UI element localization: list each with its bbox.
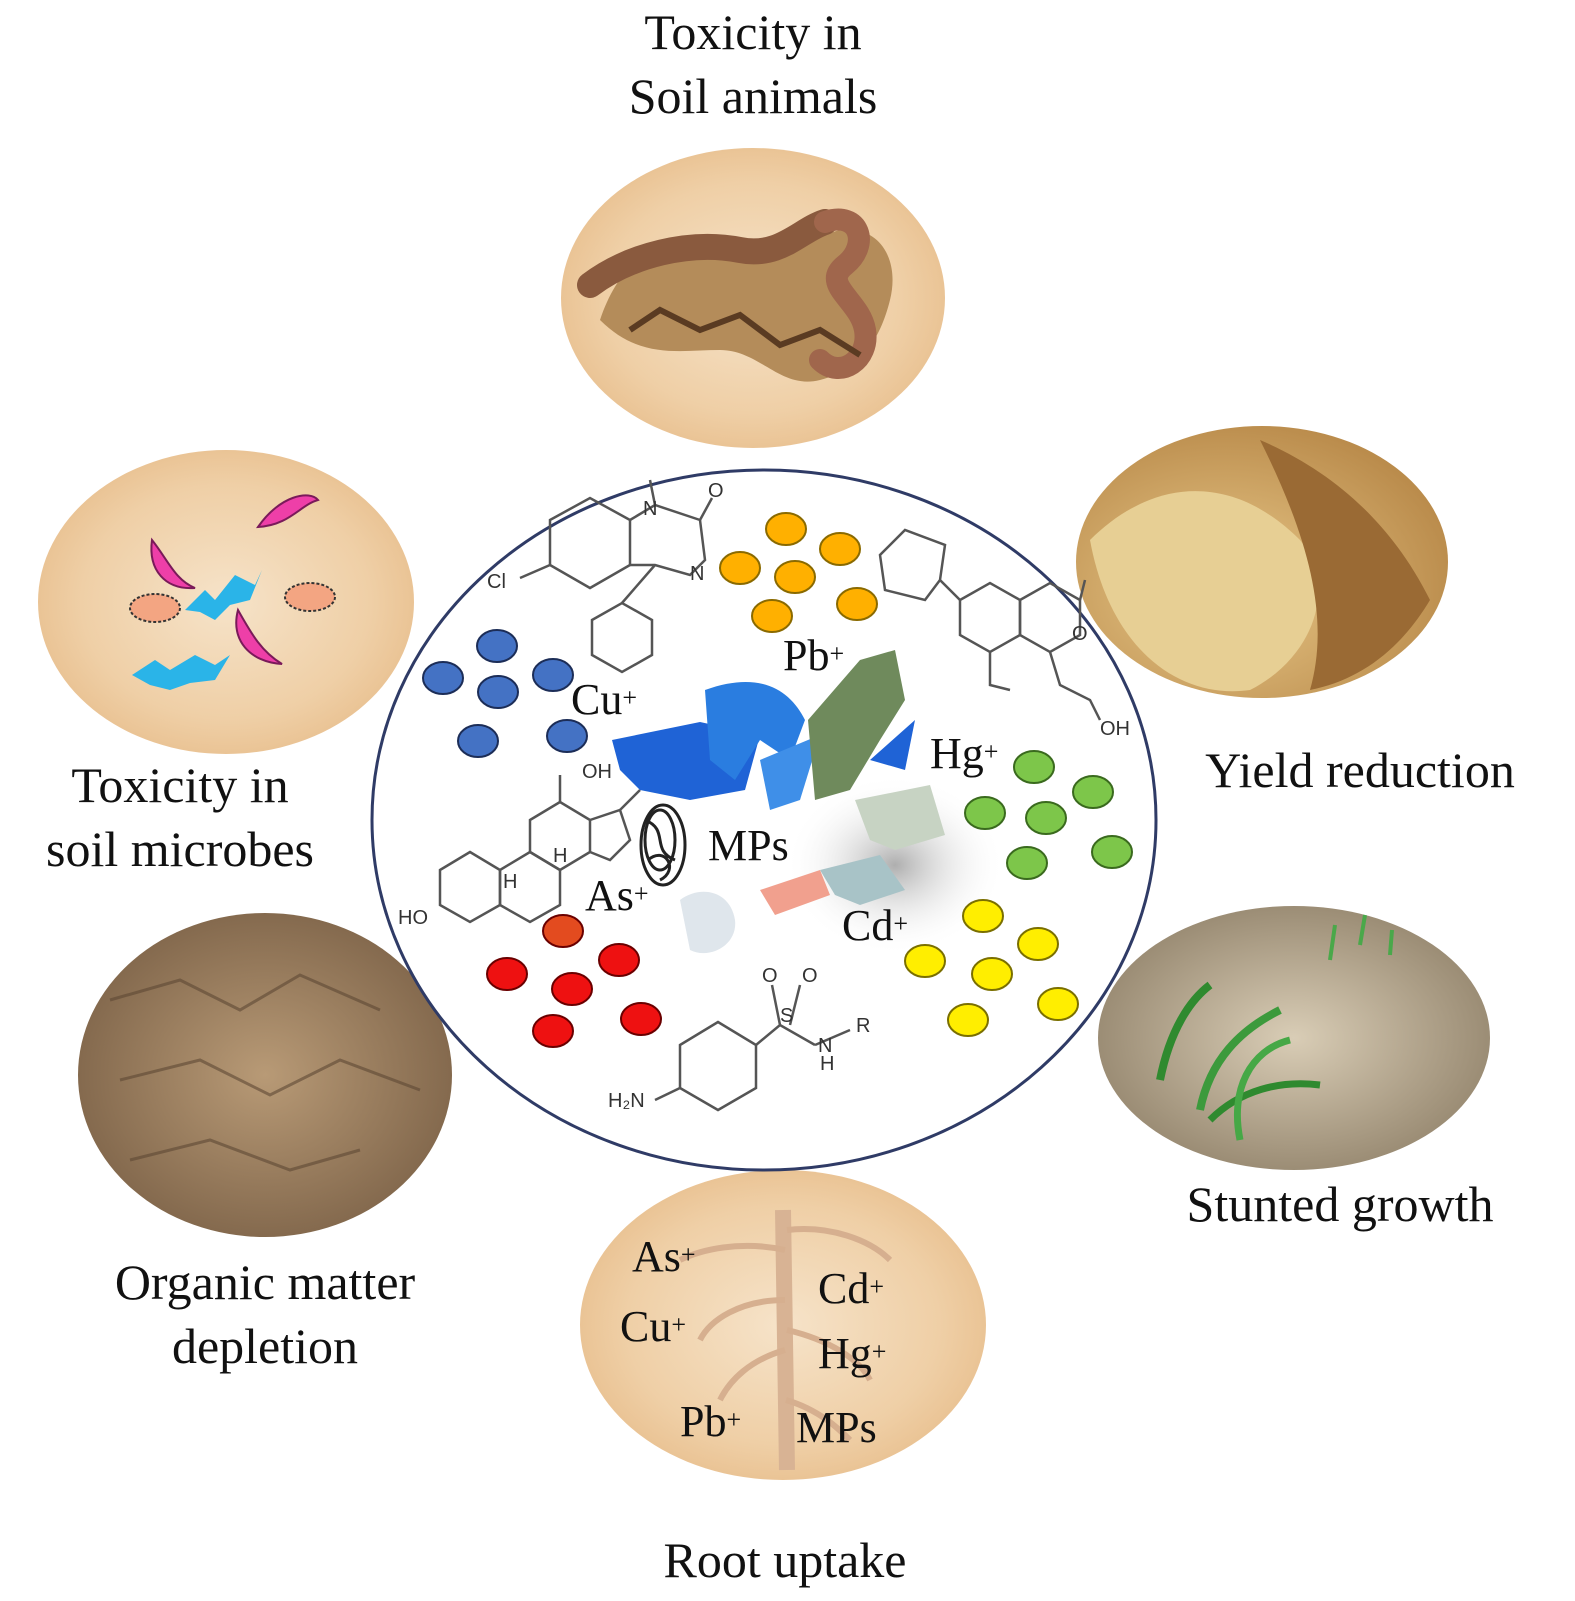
mol-h1: H (553, 845, 567, 867)
label-root-uptake-line1: Root uptake (663, 1532, 907, 1588)
mol-h2: H (503, 871, 517, 893)
root-hg-label: Hg+ (818, 1329, 887, 1378)
mol-r: R (856, 1015, 870, 1037)
mol-ho: HO (398, 907, 428, 929)
label-soil-microbes-line1: Toxicity in (71, 757, 289, 813)
root-uptake-bubble (580, 1170, 986, 1480)
center-cu-label: Cu+ (571, 675, 638, 724)
stunted-growth-bubble (1098, 906, 1490, 1170)
mol-o-b: O (802, 965, 818, 987)
root-icon (775, 1209, 795, 1471)
label-soil-animals-line2: Soil animals (628, 68, 878, 124)
label-root-uptake: Root uptake (610, 1528, 960, 1592)
pb-dots (719, 512, 878, 633)
root-cd-label: Cd+ (818, 1264, 885, 1313)
mol-o1: O (708, 480, 724, 502)
mol-o-a: O (762, 965, 778, 987)
cu-dots (422, 629, 588, 758)
root-as-label: As+ (632, 1232, 696, 1281)
root-pb-label: Pb+ (680, 1397, 742, 1446)
soil-animals-bubble (561, 148, 945, 448)
pollutant-soil-circle: N O Cl N OH H H HO O O S N H R H₂N O OH (370, 468, 1158, 1172)
center-mps-label: MPs (708, 821, 789, 870)
mol-h2n: H₂N (608, 1090, 645, 1112)
microplastics-icon (612, 650, 945, 954)
cd-dots (904, 899, 1079, 1037)
center-as-label: As+ (585, 871, 649, 920)
molecule-drawings (438, 479, 1102, 1112)
mol-cl: Cl (487, 571, 506, 593)
mol-o-q: O (1072, 623, 1088, 645)
root-mps-label: MPs (796, 1403, 877, 1452)
hg-dots (964, 750, 1133, 880)
mol-oh-q: OH (1100, 718, 1130, 740)
microbe-icon (256, 494, 320, 529)
mol-n3: N (818, 1035, 832, 1057)
center-cd-label: Cd+ (842, 901, 909, 950)
root-cu-label: Cu+ (620, 1302, 687, 1351)
label-soil-animals-line1: Toxicity in (644, 4, 862, 60)
as-dots (486, 914, 662, 1048)
yield-reduction-bubble (1076, 426, 1448, 698)
label-soil-microbes-line2: soil microbes (45, 821, 315, 877)
mol-n1: N (643, 498, 657, 520)
label-organic-matter: Organic matter depletion (90, 1250, 440, 1378)
center-hg-label: Hg+ (930, 729, 999, 778)
label-yield-reduction-line1: Yield reduction (1205, 742, 1515, 798)
earthworm-icon (577, 209, 838, 298)
label-stunted-growth: Stunted growth (1160, 1172, 1520, 1236)
label-soil-microbes: Toxicity in soil microbes (10, 753, 350, 881)
label-organic-matter-line1: Organic matter (114, 1254, 416, 1310)
mol-oh-top: OH (582, 761, 612, 783)
label-yield-reduction: Yield reduction (1180, 738, 1540, 802)
mol-n2: N (690, 563, 704, 585)
label-organic-matter-line2: depletion (171, 1318, 359, 1374)
center-pb-label: Pb+ (783, 631, 845, 680)
mol-s: S (780, 1005, 793, 1027)
grain-icon (1260, 440, 1430, 690)
organic-matter-bubble (78, 913, 452, 1237)
label-soil-animals: Toxicity in Soil animals (553, 0, 953, 128)
soil-microbes-bubble (38, 450, 414, 754)
label-stunted-growth-line1: Stunted growth (1186, 1176, 1494, 1232)
mol-h3: H (820, 1053, 834, 1075)
soil-texture-icon (109, 973, 421, 1172)
seedling-icon (1156, 981, 1213, 1081)
